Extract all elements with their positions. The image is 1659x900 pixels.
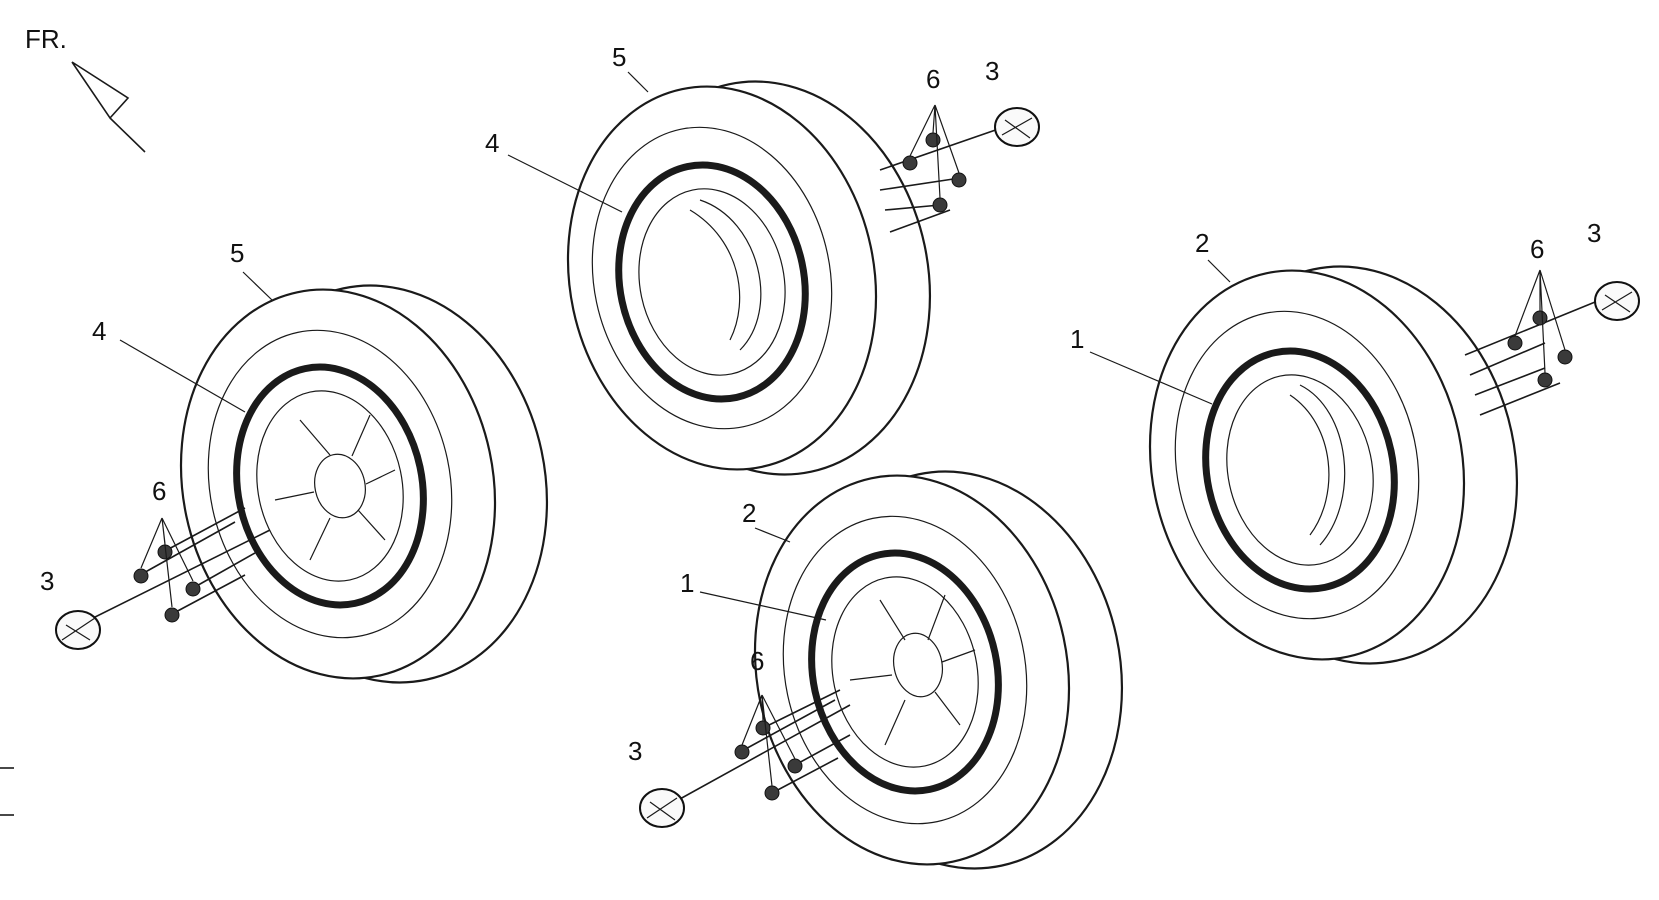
tire-side [566, 85, 878, 471]
callout-tire-front: 2 [742, 498, 756, 528]
callout-wheel-cap: 3 [985, 56, 999, 86]
hub [314, 453, 366, 519]
callout-nut: 6 [152, 476, 166, 506]
callout-wheel-cap: 3 [1587, 218, 1601, 248]
rim [233, 363, 427, 609]
nut [1507, 335, 1523, 351]
callout-wheel-cap: 3 [40, 566, 54, 596]
wheel-right [1148, 265, 1519, 665]
callout-tire-rear: 5 [612, 42, 626, 72]
nut [1557, 349, 1573, 365]
callout-rim-rear: 4 [92, 316, 106, 346]
fasteners-right [1464, 269, 1640, 416]
fasteners-top [879, 104, 1040, 233]
tire-side [1148, 269, 1466, 661]
callout-tire-front: 2 [1195, 228, 1209, 258]
fasteners-left [55, 507, 271, 650]
rim [808, 549, 1002, 795]
nut [133, 568, 149, 584]
callout-rim-front: 1 [680, 568, 694, 598]
wheel-left [179, 284, 549, 684]
nut [787, 758, 803, 774]
wheel-top [566, 80, 932, 476]
callout-rim-front: 1 [1070, 324, 1084, 354]
callout-nut: 6 [1530, 234, 1544, 264]
nut [185, 581, 201, 597]
direction-arrow-icon [71, 61, 146, 153]
fasteners-bottom [639, 689, 851, 828]
nut [925, 132, 941, 148]
rim [1202, 347, 1398, 593]
callout-nut: 6 [750, 646, 764, 676]
callout-leaders [119, 71, 1231, 621]
hub [892, 632, 944, 698]
rim [615, 161, 809, 403]
callout-labels: 5 4 6 3 5 4 6 3 2 1 6 3 2 1 6 3 [40, 42, 1601, 766]
nut [951, 172, 967, 188]
nut [932, 197, 948, 213]
nut [1537, 372, 1553, 388]
nut [734, 744, 750, 760]
callout-tire-rear: 5 [230, 238, 244, 268]
nut [764, 785, 780, 801]
nut [1532, 310, 1548, 326]
nut [755, 720, 771, 736]
nut [902, 155, 918, 171]
callout-rim-rear: 4 [485, 128, 499, 158]
tire-side [179, 288, 497, 680]
nut [164, 607, 180, 623]
wheel-bottom [753, 470, 1124, 870]
direction-label: FR. [25, 24, 67, 54]
callout-wheel-cap: 3 [628, 736, 642, 766]
front-direction-indicator: FR. [25, 24, 146, 153]
callout-nut: 6 [926, 64, 940, 94]
